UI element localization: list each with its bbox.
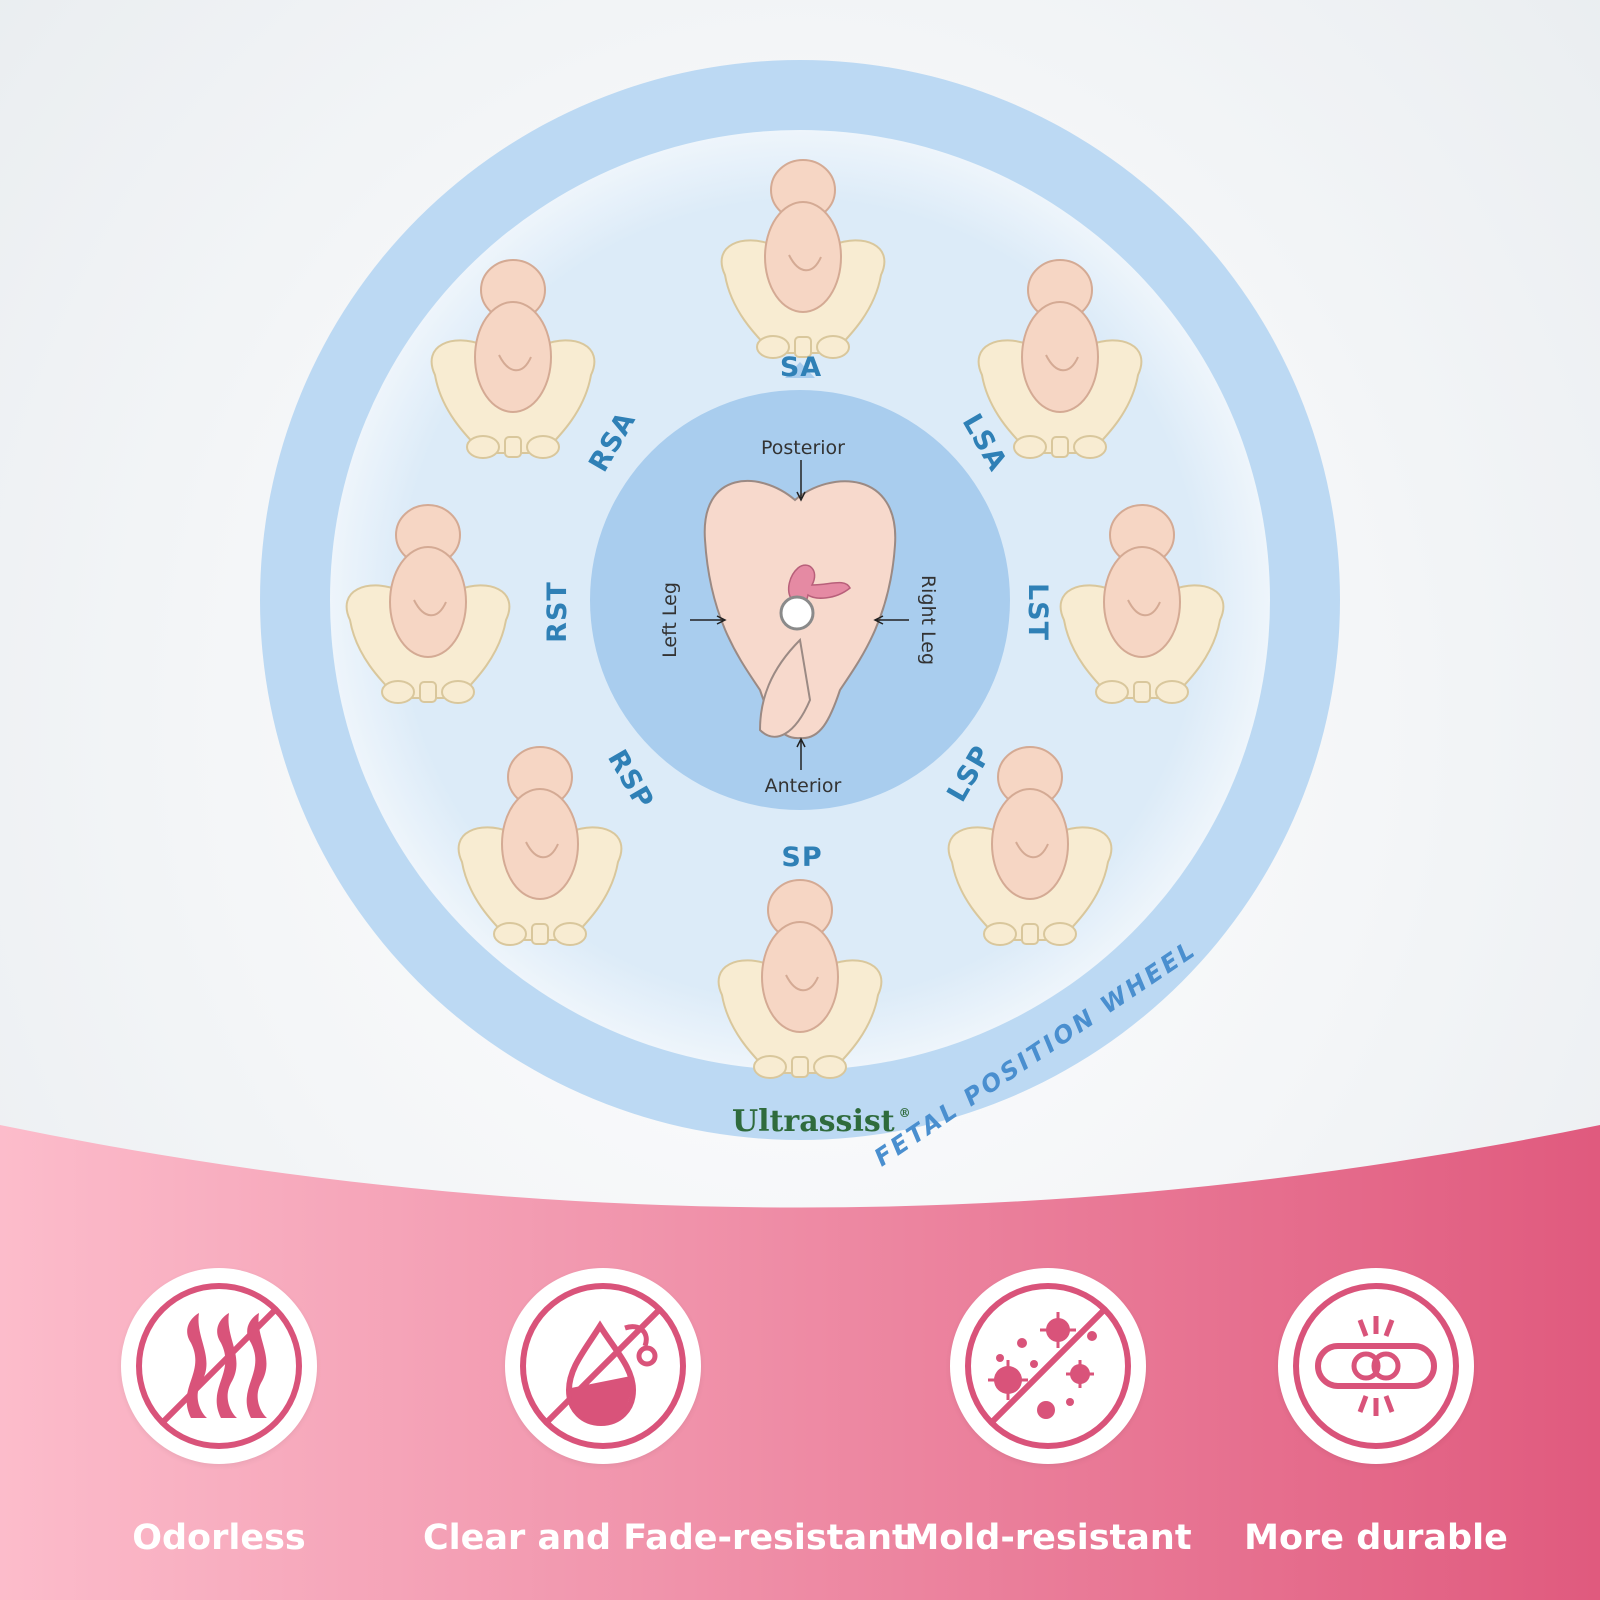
anterior-label: Anterior	[765, 775, 842, 797]
center-pivot-icon	[779, 595, 815, 631]
durable-icon	[1278, 1268, 1474, 1464]
position-label-lst: LST	[1022, 583, 1053, 641]
pink-band	[0, 1125, 1600, 1600]
center-illustration	[690, 460, 909, 770]
posterior-label: Posterior	[761, 437, 845, 459]
feature-mold-resistant: Mold-resistant	[868, 1268, 1228, 1558]
pointer-notch	[785, 362, 815, 378]
position-label-rst: RST	[542, 581, 573, 643]
feature-label: More durable	[1244, 1518, 1508, 1558]
feature-fade-resistant: Clear and Fade-resistant	[423, 1268, 909, 1558]
feature-odorless: Odorless	[39, 1268, 399, 1558]
feature-durable: More durable	[1196, 1268, 1556, 1558]
no-odor-icon	[121, 1268, 317, 1464]
no-fade-icon	[505, 1268, 701, 1464]
position-label-sa: SA	[780, 352, 822, 383]
right-leg-label: Right Leg	[917, 575, 939, 665]
feature-label: Clear and Fade-resistant	[423, 1518, 909, 1558]
feature-label: Mold-resistant	[904, 1518, 1192, 1558]
position-label-sp: SP	[781, 842, 822, 873]
feature-label: Odorless	[132, 1518, 306, 1558]
no-mold-icon	[950, 1268, 1146, 1464]
left-leg-label: Left Leg	[659, 582, 681, 658]
brand-logo: Ultrassist®	[732, 1104, 911, 1139]
